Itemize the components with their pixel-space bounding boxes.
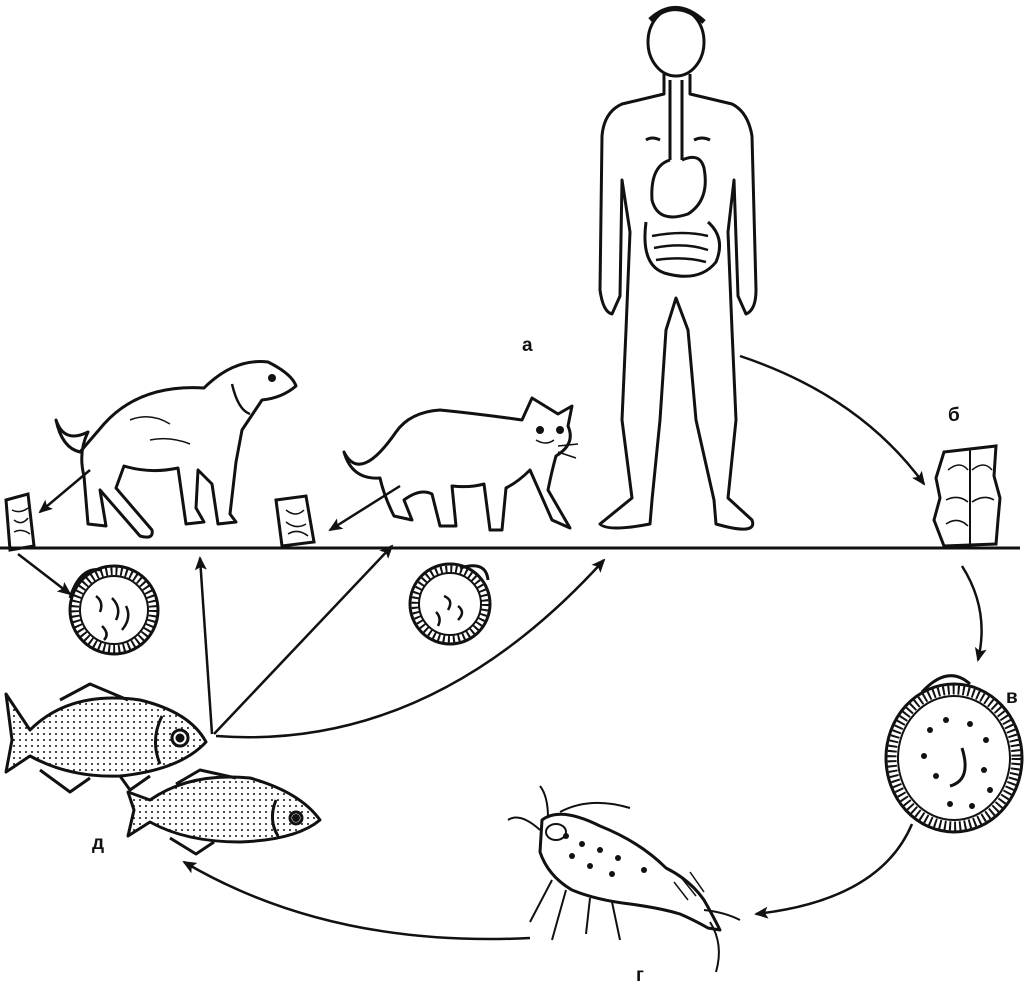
label-g: г (636, 965, 644, 986)
label-v: в (1006, 687, 1018, 708)
arrow-dog-to-segment (38, 469, 91, 514)
arrow-copepod-to-fish (182, 860, 531, 941)
egg-v-icon (884, 674, 1024, 834)
arrow-segment-to-egg-left (17, 553, 72, 596)
segment-left-icon (4, 492, 36, 552)
copepod-icon (507, 785, 741, 973)
arrow-segment-to-egg (960, 565, 987, 662)
arrow-fish-to-cat (213, 544, 394, 735)
cat-icon (342, 396, 579, 532)
label-d: д (92, 833, 105, 854)
dog-icon (54, 360, 298, 539)
egg-middle-icon (408, 562, 492, 646)
label-b: б (948, 405, 960, 426)
segment-b-icon (932, 444, 1002, 548)
segment-middle-icon (274, 494, 316, 548)
arrow-cat-to-segment (328, 484, 401, 532)
arrows (17, 354, 987, 941)
arrow-egg-to-copepod (754, 823, 914, 919)
arrow-human-to-segment (739, 354, 926, 486)
egg-left-icon (68, 564, 160, 656)
fish-large-icon (4, 682, 208, 794)
human-icon (598, 6, 758, 531)
fish-small-icon (126, 768, 322, 856)
arrow-fish-to-dog (194, 556, 214, 735)
arrow-fish-to-human (215, 558, 606, 739)
label-a: а (522, 335, 533, 356)
